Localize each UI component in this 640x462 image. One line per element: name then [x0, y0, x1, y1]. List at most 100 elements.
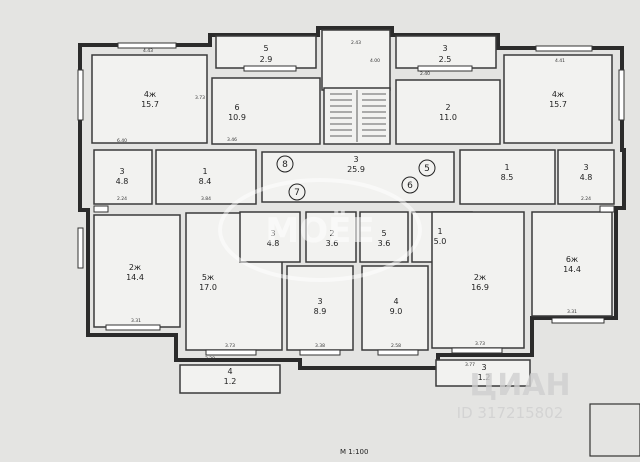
- room-label-area: 9.0: [390, 307, 403, 316]
- outer-wall: [78, 26, 626, 370]
- room-label-num: 6ж: [566, 255, 578, 264]
- marker-8-label: 8: [282, 160, 288, 170]
- dimension-labels: 4.43 6.40 2.43 3.73 3.46 2.40 4.41 3.31 …: [117, 40, 591, 368]
- svg-text:2.58: 2.58: [391, 343, 401, 349]
- room-label-num: 2ж: [474, 273, 486, 282]
- room-1-midleft: [155, 149, 257, 205]
- room-label-num: 5ж: [202, 273, 214, 282]
- room-label-num: 3: [353, 155, 358, 164]
- svg-text:2.43: 2.43: [351, 40, 361, 46]
- marker-8: [276, 155, 294, 173]
- room-label-area: 1.2: [224, 377, 237, 386]
- room-2-small: [305, 211, 357, 263]
- room-label-num: 4ж: [144, 90, 156, 99]
- room-label-area: 4.8: [267, 239, 280, 248]
- room-4-low: [361, 265, 429, 351]
- room-label-num: 1: [202, 167, 207, 176]
- stair-lines: [330, 90, 386, 142]
- room-label-area: 4.8: [116, 177, 129, 186]
- room-label-num: 2: [445, 103, 450, 112]
- svg-text:3.46: 3.46: [227, 137, 237, 143]
- balcony-left: [179, 364, 281, 394]
- room-label-area: 8.5: [501, 173, 514, 182]
- room-label-num: 3: [481, 363, 486, 372]
- room-label-area: 14.4: [126, 273, 144, 282]
- room-label-area: 3.6: [326, 239, 339, 248]
- room-label-area: 15.7: [549, 100, 567, 109]
- room-label-area: 25.9: [347, 165, 365, 174]
- room-label-num: 1: [504, 163, 509, 172]
- room-5-small: [359, 211, 409, 263]
- room-label-num: 1: [437, 227, 442, 236]
- room-label-area: 17.0: [199, 283, 217, 292]
- svg-text:3.38: 3.38: [315, 343, 325, 349]
- room-1-midright: [459, 149, 556, 205]
- room-label-num: 5: [263, 44, 268, 53]
- room-label-area: 2.5: [439, 55, 452, 64]
- corner-box: [589, 403, 640, 457]
- room-label-area: 15.7: [141, 100, 159, 109]
- room-3-small: [239, 211, 301, 263]
- room-label-area: 1.2: [478, 373, 491, 382]
- room-label-num: 4: [227, 367, 232, 376]
- room-3-midright: [557, 149, 615, 205]
- room-2: [395, 79, 501, 145]
- svg-text:4.43: 4.43: [143, 48, 153, 54]
- room-label-area: 3.6: [378, 239, 391, 248]
- room-label-area: 8.9: [314, 307, 327, 316]
- room-label-area: 8.4: [199, 177, 212, 186]
- room-label-num: 6: [234, 103, 239, 112]
- room-label-num: 3: [583, 163, 588, 172]
- svg-text:3.73: 3.73: [195, 95, 205, 101]
- watermark-site: ЦИАН: [469, 368, 570, 403]
- room-label-num: 4: [393, 297, 398, 306]
- room-label-area: 10.9: [228, 113, 246, 122]
- room-4zh-left: [91, 54, 208, 144]
- room-label-num: 2ж: [129, 263, 141, 272]
- room-label-num: 2: [329, 229, 334, 238]
- room-label-num: 5: [381, 229, 386, 238]
- marker-6: [401, 176, 419, 194]
- svg-text:2.24: 2.24: [117, 196, 127, 202]
- room-label-area: 5.0: [434, 237, 447, 246]
- marker-7-label: 7: [294, 188, 300, 198]
- svg-text:3.73: 3.73: [475, 341, 485, 347]
- room-2zh-left: [93, 214, 181, 328]
- windows: [77, 42, 625, 356]
- room-label-area: 4.8: [580, 173, 593, 182]
- marker-5: [418, 159, 436, 177]
- room-corridor-25-9: [261, 151, 455, 203]
- room-label-area: 11.0: [439, 113, 457, 122]
- scale-label: М 1:100: [340, 448, 368, 456]
- room-6: [211, 77, 321, 145]
- svg-text:2.24: 2.24: [581, 196, 591, 202]
- svg-text:3.77: 3.77: [465, 362, 475, 368]
- room-label-num: 3: [119, 167, 124, 176]
- room-6zh: [531, 211, 613, 317]
- room-label-area: 2.9: [260, 55, 273, 64]
- room-label-num: 4ж: [552, 90, 564, 99]
- svg-text:3.31: 3.31: [567, 309, 577, 315]
- watermark-id: ID 317215802: [457, 404, 564, 422]
- marker-7: [288, 183, 306, 201]
- room-label-area: 14.4: [563, 265, 581, 274]
- room-2zh-right: [431, 211, 525, 349]
- svg-text:6.40: 6.40: [117, 138, 127, 144]
- room-label-area: 16.9: [471, 283, 489, 292]
- svg-text:3.73: 3.73: [225, 343, 235, 349]
- marker-5-label: 5: [424, 164, 430, 174]
- room-label-num: 3: [317, 297, 322, 306]
- room-label-num: 3: [442, 44, 447, 53]
- balcony-right: [435, 359, 531, 387]
- svg-text:3.31: 3.31: [131, 318, 141, 324]
- room-label-num: 3: [270, 229, 275, 238]
- shaft-label: 4.00: [370, 58, 380, 64]
- room-top-right-3: [395, 35, 497, 69]
- svg-text:3.28: 3.28: [205, 356, 215, 362]
- svg-text:2.40: 2.40: [420, 71, 430, 77]
- room-4zh-right: [503, 54, 613, 144]
- watermark-brand: МОЁЕ: [265, 210, 374, 251]
- svg-text:3.84: 3.84: [201, 196, 211, 202]
